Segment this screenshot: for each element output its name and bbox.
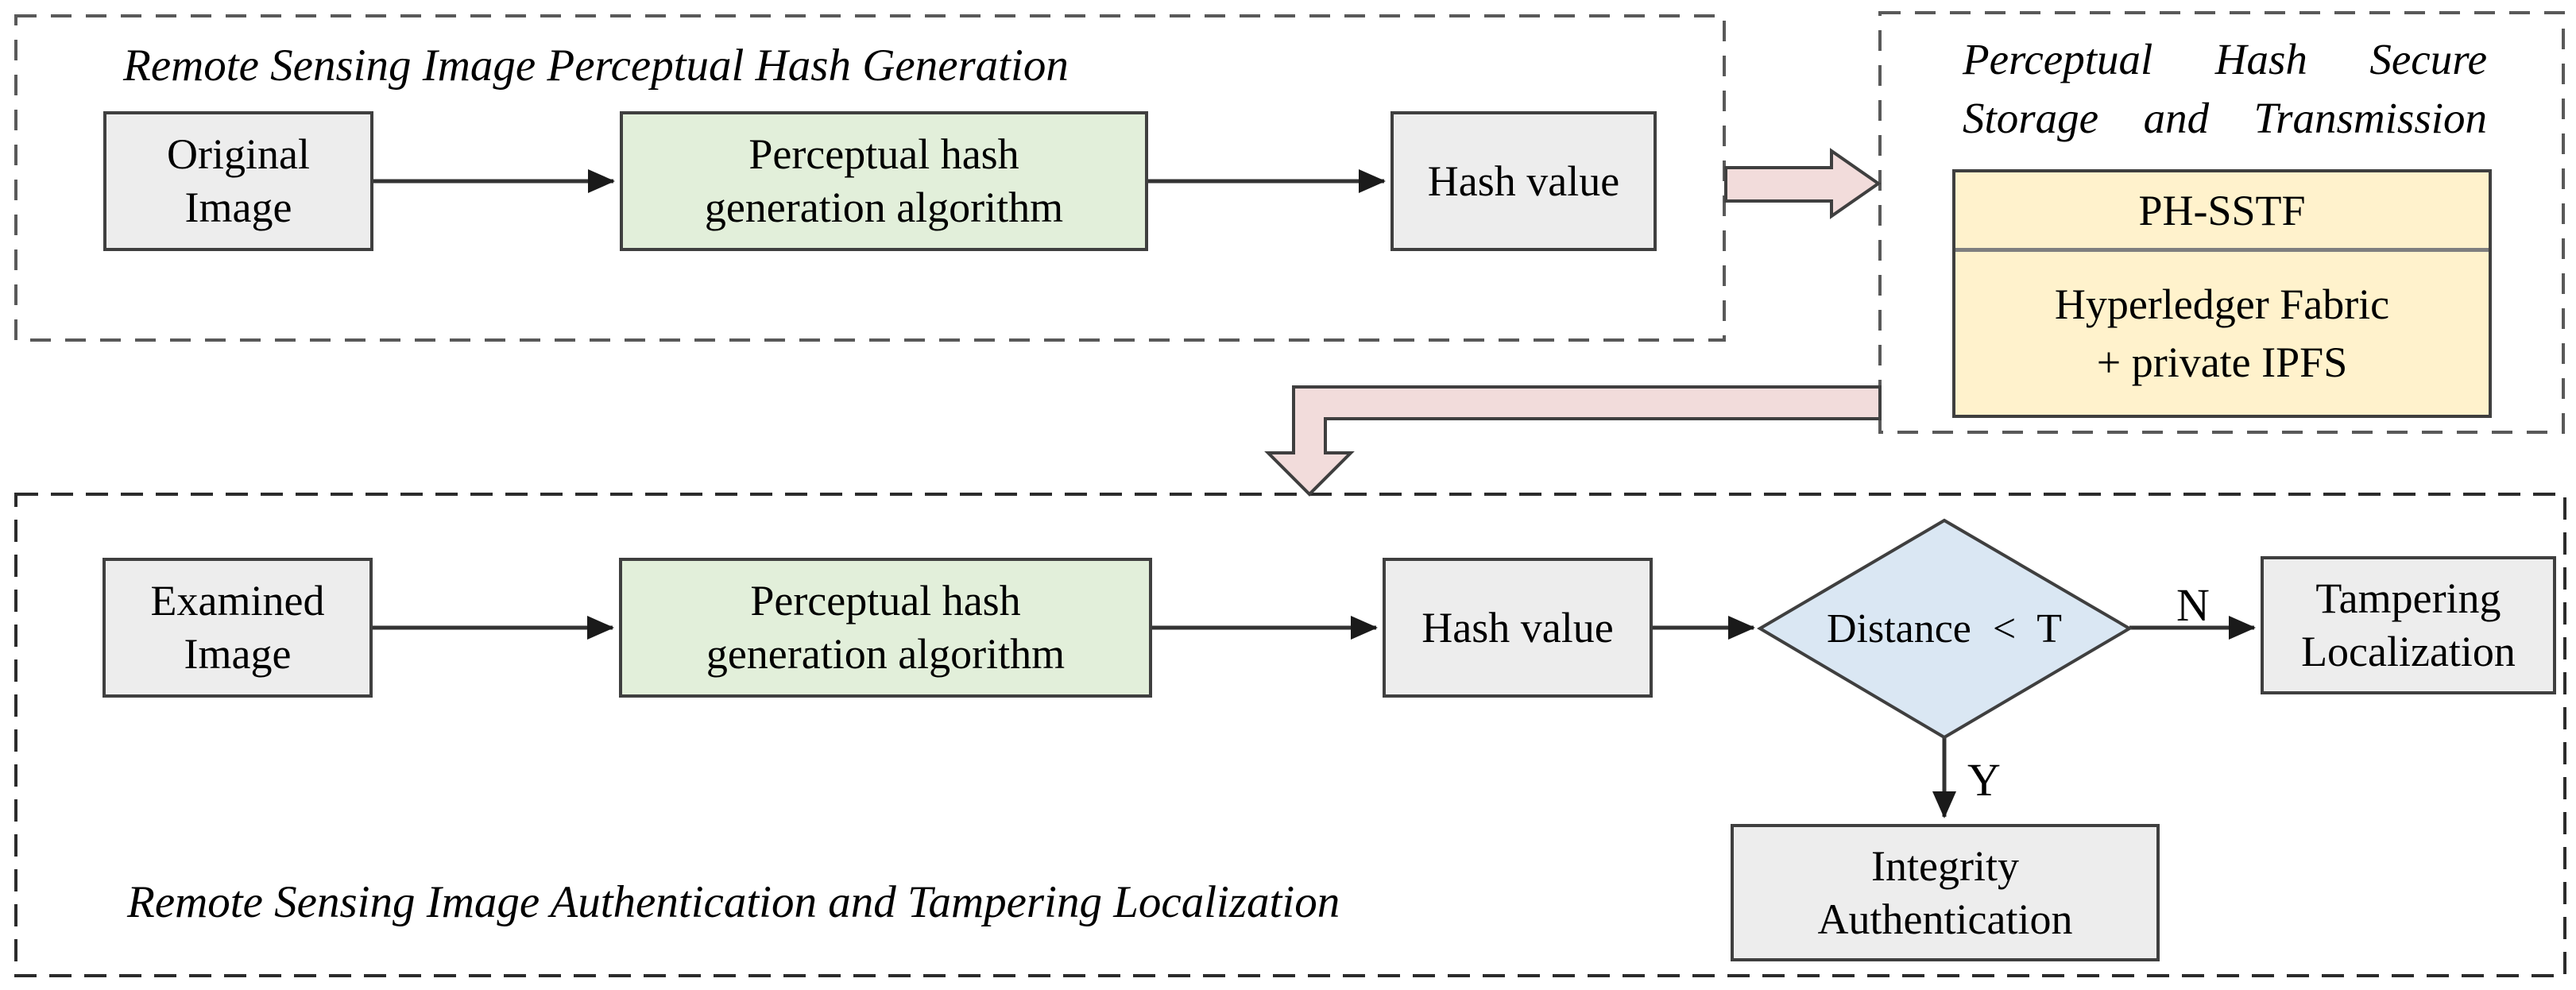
block-arrow-to-storage xyxy=(1724,148,1882,219)
region-title-hash-generation: Remote Sensing Image Perceptual Hash Gen… xyxy=(123,41,1069,91)
node-hash-generation-algorithm-top-line2: generation algorithm xyxy=(704,184,1064,231)
edge-label-no: N xyxy=(2176,579,2210,631)
node-hash-value-bottom-label: Hash value xyxy=(1421,603,1614,652)
edge-label-yes: Y xyxy=(1967,754,2001,806)
node-tampering-localization: Tampering Localization xyxy=(2261,556,2556,694)
node-hash-value-bottom: Hash value xyxy=(1383,558,1653,698)
node-examined-image: Examined Image xyxy=(102,558,373,698)
node-hash-value-top: Hash value xyxy=(1390,111,1657,251)
region-title-secure-storage-line2: Storage and Transmission xyxy=(1963,94,2487,143)
region-title-authentication: Remote Sensing Image Authentication and … xyxy=(127,877,1340,927)
node-hash-generation-algorithm-bottom-line2: generation algorithm xyxy=(706,630,1066,678)
node-examined-image-line1: Examined xyxy=(150,577,325,625)
node-original-image-line1: Original xyxy=(167,130,310,179)
node-tampering-localization-line1: Tampering xyxy=(2315,574,2501,623)
node-ph-sstf: PH-SSTF Hyperledger Fabric + private IPF… xyxy=(1952,169,2492,418)
node-tampering-localization-line2: Localization xyxy=(2301,628,2516,675)
node-integrity-authentication: Integrity Authentication xyxy=(1731,824,2160,961)
node-integrity-authentication-line2: Authentication xyxy=(1817,895,2073,943)
node-integrity-authentication-line1: Integrity xyxy=(1871,841,2019,890)
ph-sstf-stack: Hyperledger Fabric + private IPFS xyxy=(1955,248,2489,415)
region-title-secure-storage: Perceptual Hash Secure Storage and Trans… xyxy=(1963,30,2487,149)
node-hash-generation-algorithm-top-line1: Perceptual hash xyxy=(748,130,1019,179)
node-examined-image-line2: Image xyxy=(184,630,292,678)
decision-diamond xyxy=(1757,518,2133,740)
region-authentication-frame xyxy=(14,493,2566,977)
node-hash-generation-algorithm-top: Perceptual hash generation algorithm xyxy=(620,111,1148,251)
ph-sstf-stack-line1: Hyperledger Fabric xyxy=(2054,280,2390,328)
node-hash-generation-algorithm-bottom: Perceptual hash generation algorithm xyxy=(619,558,1152,698)
node-original-image: Original Image xyxy=(103,111,373,251)
ph-sstf-stack-line2: + private IPFS xyxy=(2096,338,2348,386)
node-hash-generation-algorithm-bottom-line1: Perceptual hash xyxy=(750,577,1021,625)
node-hash-value-top-label: Hash value xyxy=(1427,157,1620,205)
node-original-image-line2: Image xyxy=(184,184,292,231)
region-title-secure-storage-line1: Perceptual Hash Secure xyxy=(1963,35,2487,83)
decision-label: Distance < T xyxy=(1826,605,2063,652)
ph-sstf-title: PH-SSTF xyxy=(2138,186,2306,234)
region-secure-storage-frame xyxy=(1878,11,2565,434)
block-arrow-to-authentication xyxy=(1264,385,1882,497)
